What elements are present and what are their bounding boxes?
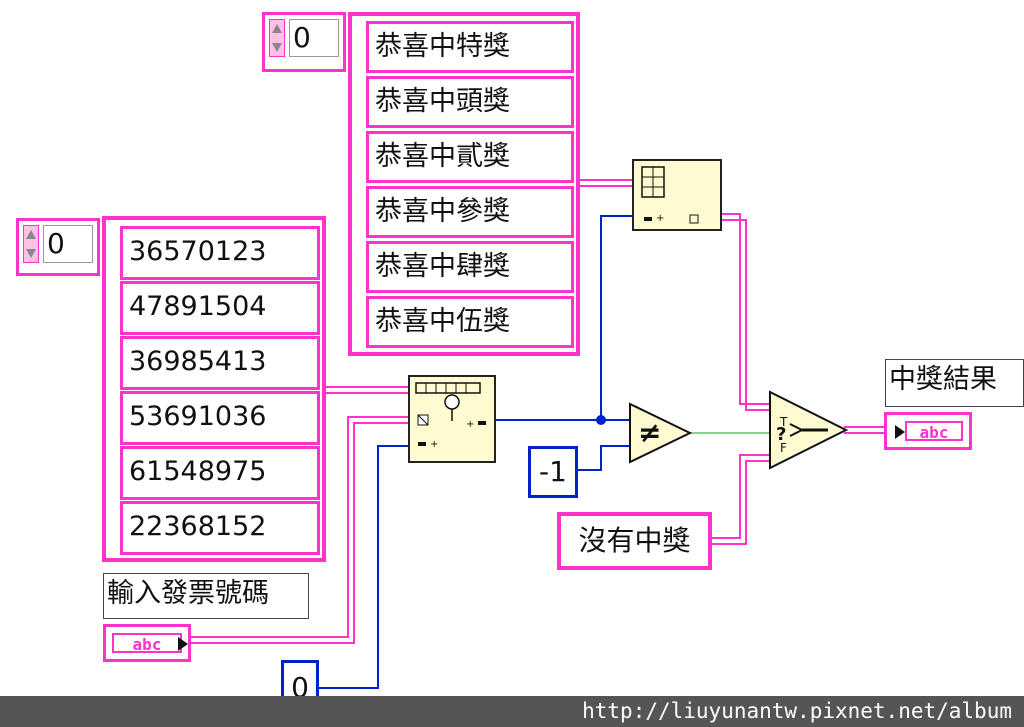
result-label: 中獎結果 — [885, 359, 1024, 407]
number-item[interactable]: 47891504 — [120, 281, 320, 335]
footer-url: http://liuyunantw.pixnet.net/album — [0, 696, 1024, 727]
number-array: 36570123 47891504 36985413 53691036 6154… — [102, 216, 326, 562]
result-abc-label: abc — [905, 421, 963, 442]
input-abc-label: abc — [112, 633, 182, 654]
number-array-index[interactable]: 0 — [16, 218, 100, 276]
input-label: 輸入發票號碼 — [103, 573, 309, 619]
prize-item[interactable]: 恭喜中貳獎 — [366, 131, 574, 183]
prize-item[interactable]: 恭喜中特獎 — [366, 21, 574, 73]
not-equal-symbol: ≠ — [638, 416, 661, 449]
wire-result-to-index — [600, 215, 632, 420]
select-question-mark: ? — [776, 424, 786, 445]
svg-text:+: + — [466, 419, 474, 430]
wire-noprize-to-select-false — [712, 454, 772, 545]
number-item[interactable]: 36570123 — [120, 226, 320, 280]
no-prize-constant[interactable]: 沒有中獎 — [557, 512, 712, 570]
prize-index-value[interactable]: 0 — [289, 19, 339, 57]
wire-index-to-select-true — [722, 213, 772, 411]
input-string-terminal[interactable]: abc — [103, 624, 191, 662]
index-spinner-icon[interactable] — [23, 225, 39, 263]
wire-minus1-to-compare — [578, 445, 632, 471]
wire-prize-array-to-index — [578, 179, 632, 187]
index-spinner-icon[interactable] — [269, 19, 285, 57]
wire-junction-dot — [596, 415, 606, 425]
wire-select-to-result — [844, 426, 888, 434]
select-false-label: F — [780, 441, 787, 455]
wire-input-to-search — [191, 416, 410, 644]
number-item[interactable]: 53691036 — [120, 391, 320, 445]
number-item[interactable]: 22368152 — [120, 501, 320, 555]
result-string-indicator[interactable]: abc — [884, 412, 972, 450]
index-array-icon: + — [641, 166, 699, 224]
svg-text:+: + — [430, 439, 438, 450]
arrow-right-icon — [895, 425, 905, 439]
wire-start-to-search — [319, 445, 410, 689]
prize-item[interactable]: 恭喜中伍獎 — [366, 296, 574, 348]
number-index-value[interactable]: 0 — [43, 225, 93, 263]
arrow-right-icon — [178, 637, 188, 651]
prize-item[interactable]: 恭喜中參獎 — [366, 186, 574, 238]
number-item[interactable]: 61548975 — [120, 446, 320, 500]
prize-array: 恭喜中特獎 恭喜中頭獎 恭喜中貳獎 恭喜中參獎 恭喜中肆獎 恭喜中伍獎 — [348, 12, 580, 356]
not-found-constant[interactable]: -1 — [528, 446, 578, 498]
select-true-label: T — [779, 415, 788, 429]
prize-item[interactable]: 恭喜中頭獎 — [366, 76, 574, 128]
prize-item[interactable]: 恭喜中肆獎 — [366, 241, 574, 293]
number-item[interactable]: 36985413 — [120, 336, 320, 390]
wire-number-array-to-search — [324, 386, 410, 394]
search-array-icon: + + — [415, 382, 486, 450]
search-1d-array-node[interactable]: + + — [408, 375, 496, 463]
index-array-node[interactable]: + — [632, 159, 722, 231]
not-equal-node[interactable]: ≠ — [628, 402, 692, 464]
svg-text:+: + — [656, 213, 664, 224]
prize-array-index[interactable]: 0 — [262, 12, 346, 72]
select-node[interactable]: T F ? — [768, 390, 848, 470]
